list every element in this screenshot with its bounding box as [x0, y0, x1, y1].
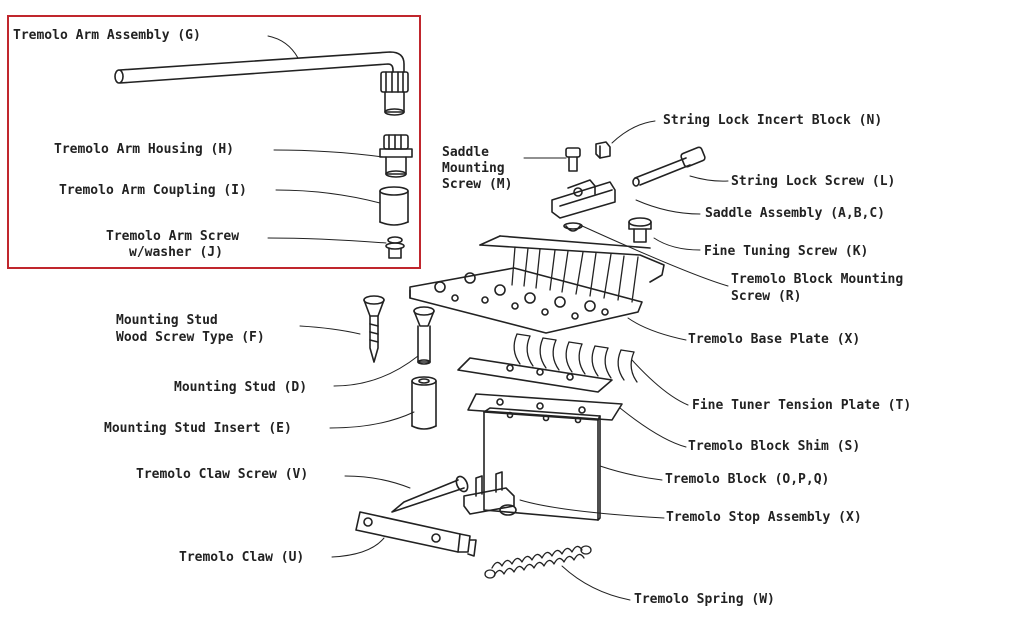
leader-arm-screw	[267, 237, 387, 244]
leader-arm-assembly	[267, 35, 299, 59]
label-block-mounting-screw-line1: Tremolo Block Mounting	[731, 272, 904, 287]
tension-plate-drawing	[457, 333, 638, 393]
label-tremolo-arm-screw-line2: w/washer (J)	[129, 245, 223, 260]
stop-assembly-drawing	[463, 471, 517, 516]
leader-tremolo-claw	[331, 537, 385, 558]
leader-stop-assembly	[519, 499, 665, 519]
leader-arm-housing	[273, 149, 384, 158]
label-tremolo-claw: Tremolo Claw (U)	[179, 550, 305, 565]
leader-stud-insert	[329, 411, 415, 429]
leader-tension-plate	[631, 359, 689, 406]
saddle-mounting-screw-drawing	[565, 147, 581, 172]
label-wood-screw-line1: Mounting Stud	[116, 313, 218, 328]
label-string-lock-screw: String Lock Screw (L)	[731, 174, 896, 189]
label-string-lock-insert-block: String Lock Incert Block (N)	[663, 113, 883, 128]
label-block-mounting-screw-line2: Screw (R)	[731, 289, 802, 304]
fine-tuning-screw-drawing	[628, 217, 652, 243]
label-tremolo-block-shim: Tremolo Block Shim (S)	[688, 439, 861, 454]
leader-base-plate	[627, 317, 687, 341]
label-tremolo-arm-coupling: Tremolo Arm Coupling (I)	[59, 183, 247, 198]
claw-screw-drawing	[391, 475, 469, 513]
tremolo-base-plate-drawing	[409, 235, 665, 334]
mounting-stud-drawing	[413, 306, 435, 365]
string-lock-screw-drawing	[632, 146, 706, 187]
leader-string-lock-screw	[689, 175, 729, 182]
label-saddle-mounting-screw-line1: Saddle	[442, 145, 489, 160]
leader-wood-screw	[299, 325, 361, 335]
tremolo-block-drawing	[483, 407, 601, 521]
label-mounting-stud: Mounting Stud (D)	[174, 380, 308, 395]
leader-block-shim	[619, 407, 687, 448]
label-wood-screw-line2: Wood Screw Type (F)	[116, 330, 265, 345]
wood-screw-drawing	[363, 295, 385, 363]
label-fine-tuning-screw: Fine Tuning Screw (K)	[704, 244, 869, 259]
mounting-stud-insert-drawing	[411, 376, 437, 430]
label-fine-tuner-tension-plate: Fine Tuner Tension Plate (T)	[692, 398, 912, 413]
label-tremolo-block: Tremolo Block (O,P,Q)	[665, 472, 830, 487]
leader-claw-screw	[344, 475, 411, 489]
leader-block-mounting-screw	[579, 224, 729, 287]
block-shim-drawing	[467, 393, 623, 421]
tremolo-spring-drawing	[484, 545, 592, 579]
leader-string-lock-block	[611, 120, 656, 144]
leader-tremolo-spring	[561, 565, 631, 601]
leader-fine-tuning-screw	[653, 237, 701, 251]
label-saddle-mounting-screw-line2: Mounting	[442, 161, 505, 176]
label-saddle-mounting-screw-line3: Screw (M)	[442, 177, 513, 192]
saddle-assembly-drawing	[551, 179, 616, 219]
tremolo-claw-drawing	[355, 511, 477, 557]
leader-arm-coupling	[275, 189, 381, 204]
leader-mounting-stud	[333, 355, 419, 387]
tremolo-arm-housing-drawing	[379, 134, 413, 178]
label-tremolo-spring: Tremolo Spring (W)	[634, 592, 775, 607]
tremolo-arm-coupling-drawing	[379, 186, 409, 226]
tremolo-arm-highlight-box	[7, 15, 421, 269]
label-mounting-stud-insert: Mounting Stud Insert (E)	[104, 421, 292, 436]
tremolo-arm-drawing	[114, 51, 409, 116]
tremolo-arm-screw-drawing	[385, 236, 405, 259]
label-tremolo-arm-assembly: Tremolo Arm Assembly (G)	[13, 28, 201, 43]
leader-tremolo-block	[599, 465, 663, 481]
label-tremolo-base-plate: Tremolo Base Plate (X)	[688, 332, 861, 347]
leader-saddle-assembly	[635, 199, 701, 215]
label-tremolo-claw-screw: Tremolo Claw Screw (V)	[136, 467, 309, 482]
label-tremolo-stop-assembly: Tremolo Stop Assembly (X)	[666, 510, 862, 525]
string-lock-block-drawing	[595, 141, 611, 159]
label-saddle-assembly: Saddle Assembly (A,B,C)	[705, 206, 886, 221]
block-mounting-screw-drawing	[563, 222, 583, 232]
label-tremolo-arm-housing: Tremolo Arm Housing (H)	[54, 142, 235, 157]
leader-lines	[267, 35, 729, 601]
label-tremolo-arm-screw-line1: Tremolo Arm Screw	[106, 229, 240, 244]
